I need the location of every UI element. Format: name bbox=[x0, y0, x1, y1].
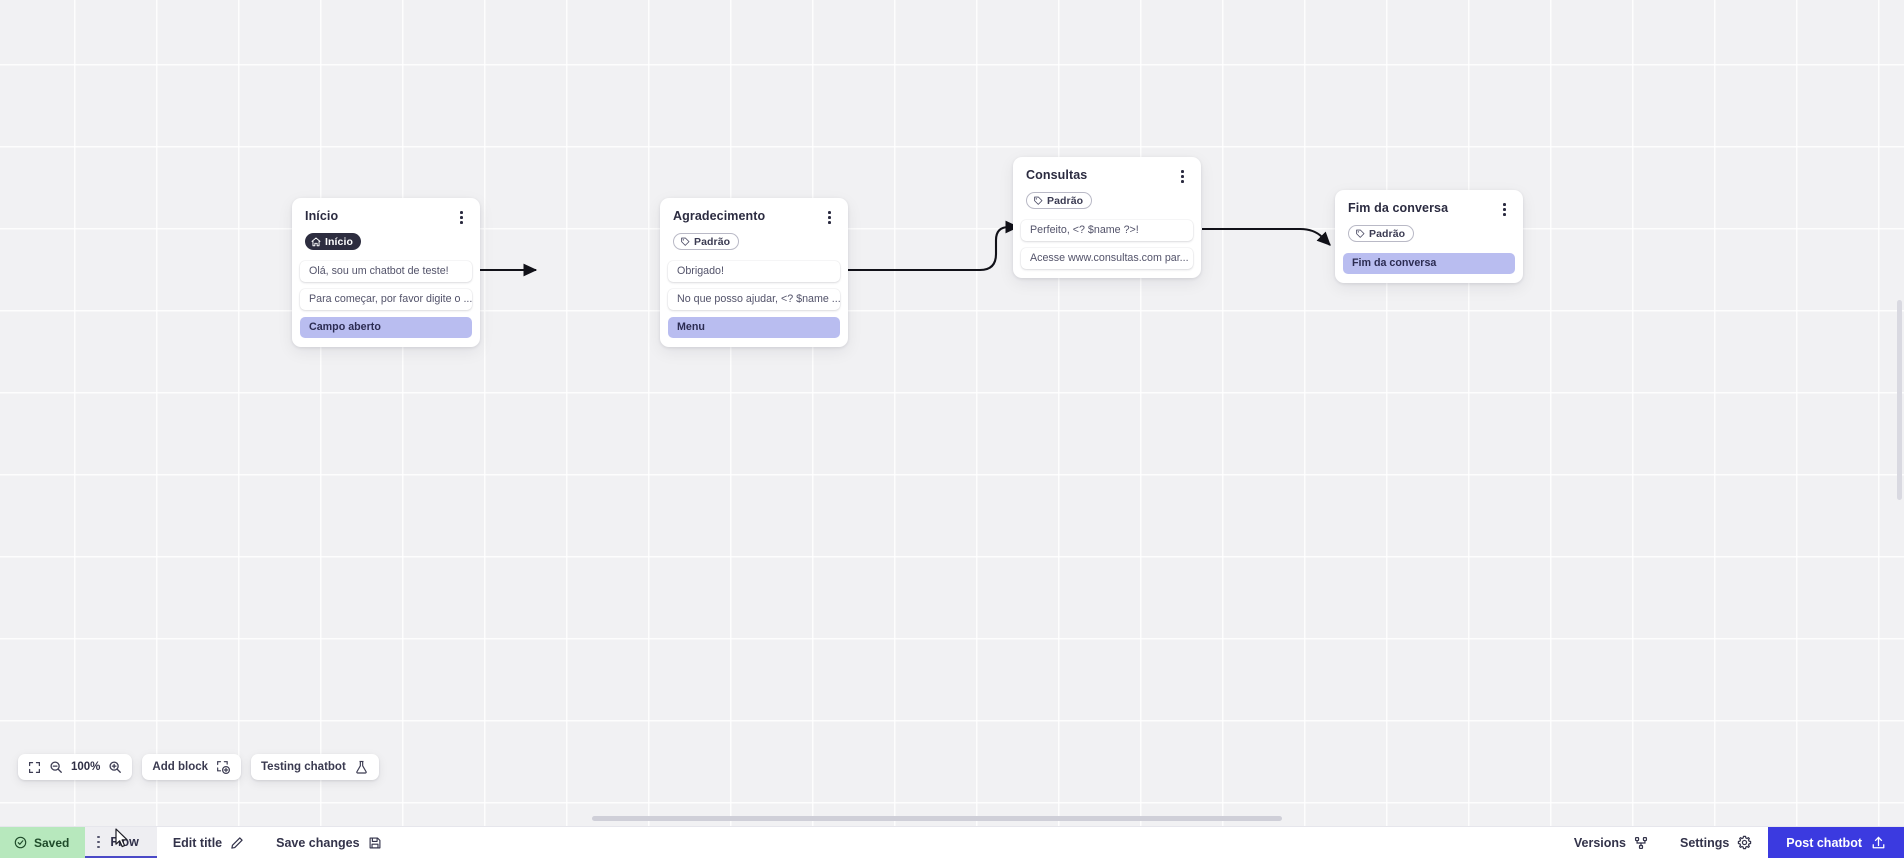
node-row-action[interactable]: Campo aberto bbox=[300, 316, 472, 338]
node-title: Início bbox=[305, 209, 339, 223]
node-rows: Olá, sou um chatbot de teste! Para começ… bbox=[300, 260, 472, 338]
saved-status-badge: Saved bbox=[0, 827, 86, 858]
node-badges: Padrão bbox=[1021, 185, 1193, 211]
horizontal-scrollbar-track[interactable] bbox=[0, 814, 1904, 824]
status-bar: Saved Flow Edit title Save changes bbox=[0, 826, 1904, 858]
node-row-message[interactable]: Perfeito, <? $name ?>! bbox=[1021, 219, 1193, 241]
status-bar-left: Saved Flow Edit title Save changes bbox=[0, 827, 398, 858]
node-menu-icon[interactable] bbox=[1497, 201, 1511, 218]
add-block-button[interactable]: Add block bbox=[142, 754, 242, 780]
node-badge-label: Padrão bbox=[1369, 227, 1406, 240]
canvas-toolbar: 100% Add block bbox=[18, 754, 379, 780]
node-badge-padrao[interactable]: Padrão bbox=[1026, 192, 1093, 209]
node-rows: Perfeito, <? $name ?>! Acesse www.consul… bbox=[1021, 219, 1193, 269]
flask-icon bbox=[354, 760, 369, 775]
edit-title-label: Edit title bbox=[172, 835, 223, 850]
versions-button[interactable]: Versions bbox=[1558, 827, 1664, 858]
flow-node-fim-da-conversa[interactable]: Fim da conversa Padrão Fim da bbox=[1335, 190, 1523, 283]
node-badges: Padrão bbox=[1343, 218, 1515, 244]
node-badges: Início bbox=[300, 226, 472, 252]
node-header: Fim da conversa bbox=[1343, 199, 1515, 218]
flow-canvas[interactable]: Início Início Olá, sou um chatbot de tes… bbox=[0, 0, 1904, 826]
node-badges: Padrão bbox=[668, 226, 840, 252]
flow-node-consultas[interactable]: Consultas Padrão Perfeito, <? bbox=[1013, 157, 1201, 278]
tag-icon bbox=[1355, 229, 1365, 239]
testing-chatbot-label: Testing chatbot bbox=[261, 761, 346, 773]
node-row-action[interactable]: Menu bbox=[668, 316, 840, 338]
versions-label: Versions bbox=[1573, 835, 1626, 850]
node-title: Agradecimento bbox=[673, 209, 766, 223]
zoom-level-label: 100% bbox=[71, 761, 101, 773]
node-rows: Fim da conversa bbox=[1343, 252, 1515, 274]
node-menu-icon[interactable] bbox=[1175, 168, 1189, 185]
pencil-icon bbox=[230, 836, 244, 850]
node-badge-padrao[interactable]: Padrão bbox=[1348, 225, 1415, 242]
settings-label: Settings bbox=[1679, 835, 1730, 850]
edge-agradecimento-to-consultas bbox=[700, 220, 1020, 272]
vertical-scrollbar[interactable] bbox=[1897, 300, 1902, 500]
upload-icon bbox=[1871, 835, 1886, 850]
save-changes-button[interactable]: Save changes bbox=[260, 827, 397, 858]
node-row-message[interactable]: Olá, sou um chatbot de teste! bbox=[300, 260, 472, 282]
node-rows: Obrigado! No que posso ajudar, <? $name … bbox=[668, 260, 840, 338]
zoom-out-icon[interactable] bbox=[49, 760, 63, 774]
flow-node-inicio[interactable]: Início Início Olá, sou um chatbot de tes… bbox=[292, 198, 480, 347]
post-chatbot-label: Post chatbot bbox=[1786, 835, 1862, 850]
save-changes-label: Save changes bbox=[276, 835, 360, 850]
node-menu-icon[interactable] bbox=[822, 209, 836, 226]
node-badge-padrao[interactable]: Padrão bbox=[673, 233, 740, 250]
node-header: Agradecimento bbox=[668, 207, 840, 226]
add-block-label: Add block bbox=[152, 761, 209, 773]
tag-icon bbox=[680, 237, 690, 247]
testing-chatbot-button[interactable]: Testing chatbot bbox=[251, 754, 379, 780]
node-header: Consultas bbox=[1021, 166, 1193, 185]
fit-screen-icon[interactable] bbox=[28, 761, 41, 774]
drag-handle-icon[interactable] bbox=[93, 833, 103, 851]
tag-icon bbox=[1033, 196, 1043, 206]
status-bar-right: Versions Settings bbox=[1558, 827, 1904, 858]
node-row-message[interactable]: Obrigado! bbox=[668, 260, 840, 282]
node-badge-label: Padrão bbox=[694, 235, 731, 248]
branch-icon bbox=[1634, 836, 1648, 850]
zoom-in-icon[interactable] bbox=[108, 760, 122, 774]
edit-title-button[interactable]: Edit title bbox=[157, 827, 260, 858]
saved-label: Saved bbox=[34, 835, 70, 850]
floppy-disk-icon bbox=[368, 836, 382, 850]
node-row-message[interactable]: Acesse www.consultas.com par... bbox=[1021, 247, 1193, 269]
edge-consultas-to-fim bbox=[1202, 227, 1331, 246]
flow-node-agradecimento[interactable]: Agradecimento Padrão Obrigado bbox=[660, 198, 848, 347]
settings-button[interactable]: Settings bbox=[1664, 827, 1768, 858]
node-title: Consultas bbox=[1026, 168, 1088, 182]
add-block-icon bbox=[216, 760, 231, 775]
home-icon bbox=[311, 237, 321, 247]
flow-edge-layer bbox=[396, 220, 1331, 277]
node-badge-label: Início bbox=[325, 235, 354, 248]
horizontal-scrollbar-thumb[interactable] bbox=[592, 816, 1282, 821]
node-title: Fim da conversa bbox=[1348, 201, 1449, 215]
gear-icon bbox=[1737, 835, 1752, 850]
node-row-action[interactable]: Fim da conversa bbox=[1343, 252, 1515, 274]
node-row-message[interactable]: Para começar, por favor digite o ... bbox=[300, 288, 472, 310]
post-chatbot-button[interactable]: Post chatbot bbox=[1768, 827, 1904, 858]
node-menu-icon[interactable] bbox=[454, 209, 468, 226]
mouse-cursor bbox=[115, 828, 128, 848]
node-row-message[interactable]: No que posso ajudar, <? $name ... bbox=[668, 288, 840, 310]
node-header: Início bbox=[300, 207, 472, 226]
zoom-controls[interactable]: 100% bbox=[18, 754, 133, 780]
node-badge-inicio[interactable]: Início bbox=[305, 233, 362, 250]
node-badge-label: Padrão bbox=[1047, 194, 1084, 207]
check-circle-icon bbox=[14, 836, 27, 849]
